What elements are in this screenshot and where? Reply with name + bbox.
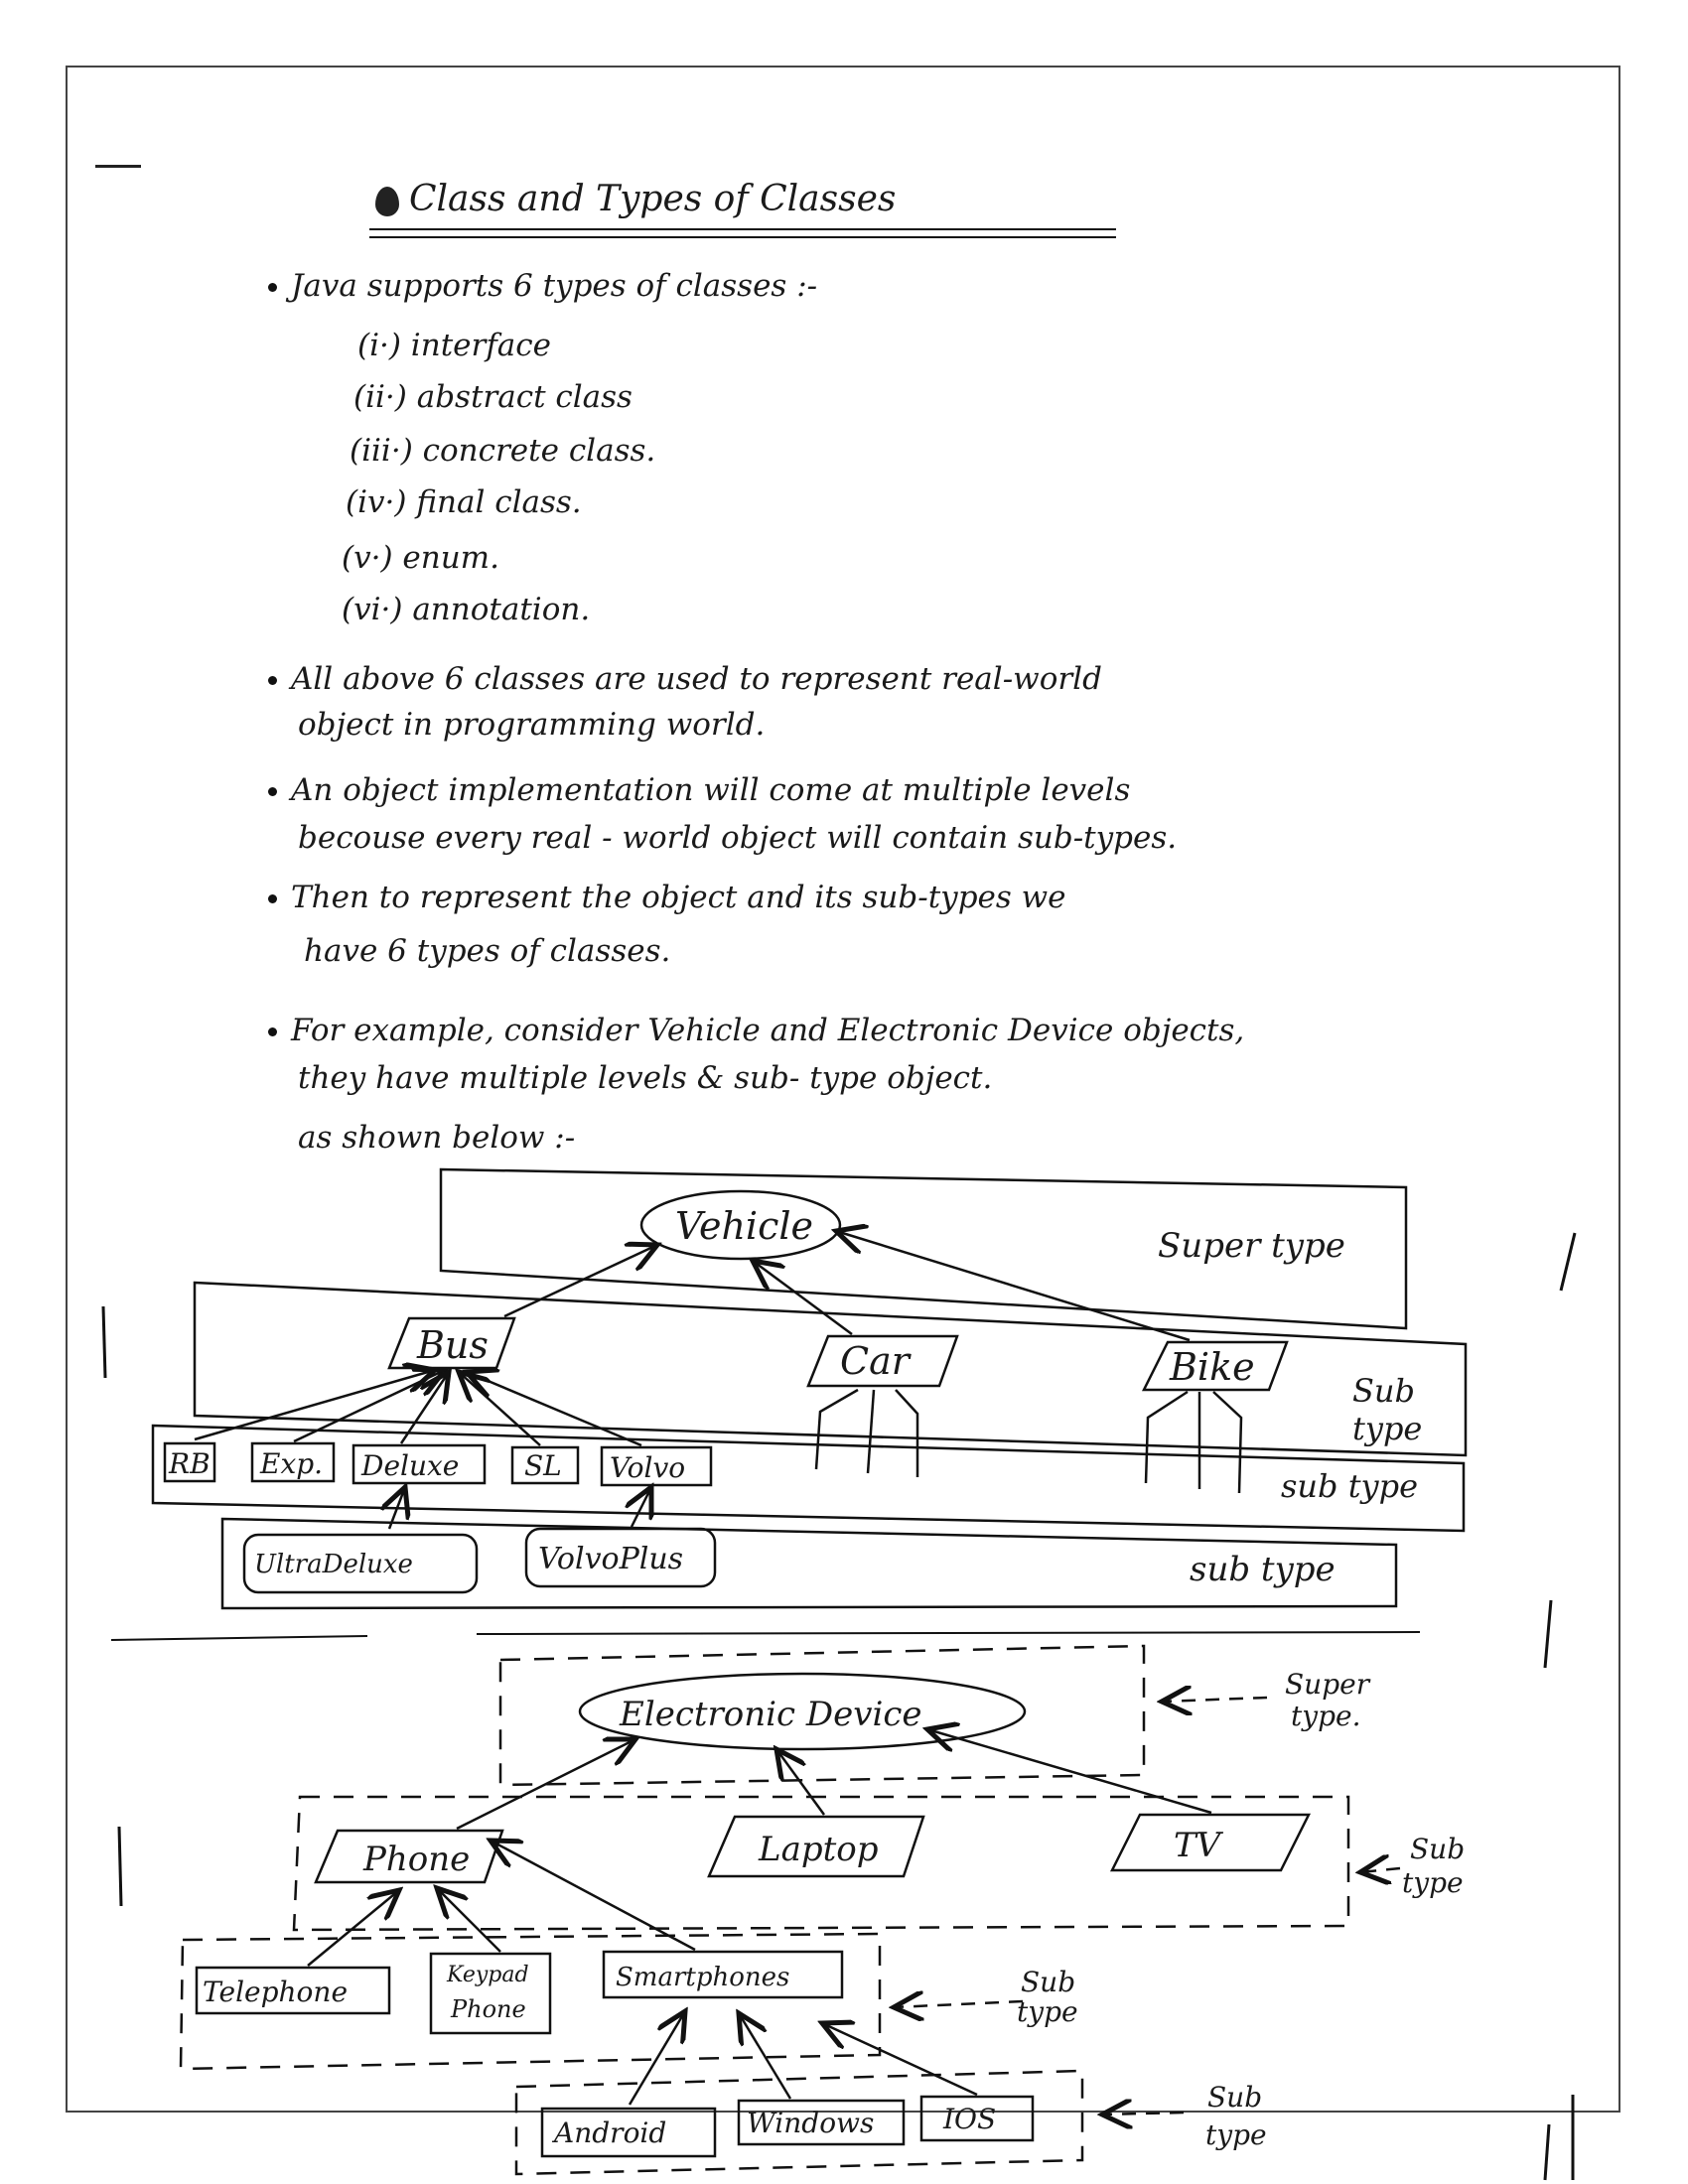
section-divider <box>110 1631 1421 1641</box>
paragraph-2-line-2: becouse every real - world object will c… <box>298 820 1178 856</box>
intro-bullet: Java supports 6 types of classes :- <box>268 262 817 310</box>
device-super-label-1: Super <box>1285 1668 1371 1701</box>
class-type-1: (i·) interface <box>357 328 551 363</box>
device-level3-label-1: Sub <box>1207 2081 1262 2114</box>
super-type-box <box>439 1167 1408 1330</box>
phone-label: Phone <box>362 1840 470 1879</box>
class-type-4: (iv·) final class. <box>346 484 582 520</box>
class-type-5: (v·) enum. <box>342 540 499 576</box>
windows-node <box>737 2099 906 2146</box>
title-underline-double <box>369 236 1116 238</box>
vehicle-level1-label-type: type <box>1352 1410 1422 1447</box>
paragraph-2: An object implementation will come at mu… <box>268 766 1130 814</box>
vehicle-level2-label: sub type <box>1281 1467 1418 1505</box>
ultradeluxe-label: UltraDeluxe <box>254 1550 413 1579</box>
device-sub-type-box-3 <box>514 2069 1084 2176</box>
class-type-6: (vi·) annotation. <box>342 592 591 627</box>
smartphones-label: Smartphones <box>616 1963 789 1992</box>
paragraph-4-line-2: they have multiple levels & sub- type ob… <box>298 1060 993 1096</box>
phone-node <box>314 1829 504 1884</box>
device-level1-label-1: Sub <box>1410 1833 1465 1865</box>
laptop-node <box>707 1815 925 1878</box>
telephone-node <box>195 1966 391 2015</box>
tv-node <box>1109 1813 1312 1872</box>
exp-label: Exp. <box>259 1447 323 1480</box>
paragraph-4-line-3: as shown below :- <box>298 1120 576 1156</box>
vehicle-level3-label: sub type <box>1190 1550 1336 1589</box>
android-label: Android <box>551 2116 666 2149</box>
device-level1-label-2: type <box>1402 1866 1464 1899</box>
class-type-3: (iii·) concrete class. <box>350 433 656 469</box>
paragraph-2-line-1: An object implementation will come at mu… <box>291 772 1131 808</box>
volvoplus-label: VolvoPlus <box>538 1542 683 1576</box>
sl-label: SL <box>524 1449 562 1482</box>
sub-type-box-1 <box>193 1281 1468 1457</box>
volvo-label: Volvo <box>610 1451 685 1484</box>
paragraph-3-line-2: have 6 types of classes. <box>304 933 671 969</box>
title-text: Class and Types of Classes <box>409 179 897 219</box>
exp-node <box>250 1441 336 1483</box>
car-node <box>806 1334 959 1388</box>
bullet-dot <box>268 676 277 685</box>
vehicle-level1-label-sub: Sub <box>1352 1372 1415 1410</box>
paragraph-4: For example, consider Vehicle and Electr… <box>268 1007 1244 1054</box>
page-border <box>66 66 1620 2113</box>
android-node <box>540 2107 717 2158</box>
device-super-label-2: type. <box>1291 1700 1360 1732</box>
margin-mark <box>95 165 141 168</box>
sub-type-box-2 <box>151 1424 1466 1533</box>
bullet-dot <box>268 283 277 292</box>
bullet-dot <box>268 1027 277 1036</box>
car-label: Car <box>840 1339 913 1383</box>
paragraph-3: Then to represent the object and its sub… <box>268 874 1066 921</box>
vehicle-label: Vehicle <box>675 1204 813 1248</box>
ios-node <box>919 2095 1035 2142</box>
rb-node <box>163 1441 216 1483</box>
intro-text: Java supports 6 types of classes :- <box>291 268 818 304</box>
paragraph-4-line-1: For example, consider Vehicle and Electr… <box>291 1013 1245 1048</box>
tv-label: TV <box>1174 1826 1224 1865</box>
deluxe-label: Deluxe <box>360 1449 459 1482</box>
ultradeluxe-node <box>242 1533 479 1594</box>
vehicle-super-type-label: Super type <box>1158 1226 1345 1266</box>
volvo-node <box>600 1445 713 1487</box>
laptop-label: Laptop <box>758 1830 879 1869</box>
paragraph-1-line-1: All above 6 classes are used to represen… <box>291 661 1102 697</box>
title-underline <box>369 228 1116 230</box>
bike-node <box>1141 1340 1289 1392</box>
paragraph-1: All above 6 classes are used to represen… <box>268 655 1102 703</box>
device-sub-type-box-2 <box>179 1932 882 2071</box>
sl-node <box>510 1445 580 1485</box>
device-super-type-box <box>498 1644 1146 1787</box>
keypad-label: Keypad <box>446 1963 529 1987</box>
telephone-label: Telephone <box>203 1976 348 2008</box>
windows-label: Windows <box>747 2107 874 2139</box>
smartphones-node <box>602 1950 844 1999</box>
device-sub-type-box-1 <box>292 1795 1350 1932</box>
class-type-2: (ii·) abstract class <box>353 379 633 415</box>
bullet-drop-icon <box>375 187 399 216</box>
deluxe-node <box>352 1443 487 1485</box>
bullet-dot <box>268 787 277 796</box>
volvoplus-node <box>524 1527 717 1588</box>
bullet-dot <box>268 894 277 903</box>
paragraph-3-line-1: Then to represent the object and its sub… <box>291 880 1066 915</box>
ios-label: IOS <box>942 2103 996 2135</box>
sub-type-box-3 <box>220 1517 1398 1610</box>
keypad-phone-label: Phone <box>450 1995 526 2023</box>
rb-label: RB <box>168 1447 211 1480</box>
bus-label: Bus <box>416 1323 489 1367</box>
keypad-phone-node <box>429 1952 552 2035</box>
device-level2-label-2: type <box>1017 1995 1078 2028</box>
page-title: Class and Types of Classes <box>375 179 896 219</box>
bike-label: Bike <box>1169 1345 1255 1389</box>
paragraph-1-line-2: object in programming world. <box>298 707 766 743</box>
device-level3-label-2: type <box>1205 2118 1267 2151</box>
device-level2-label-1: Sub <box>1021 1966 1075 1998</box>
electronic-device-label: Electronic Device <box>619 1695 922 1734</box>
